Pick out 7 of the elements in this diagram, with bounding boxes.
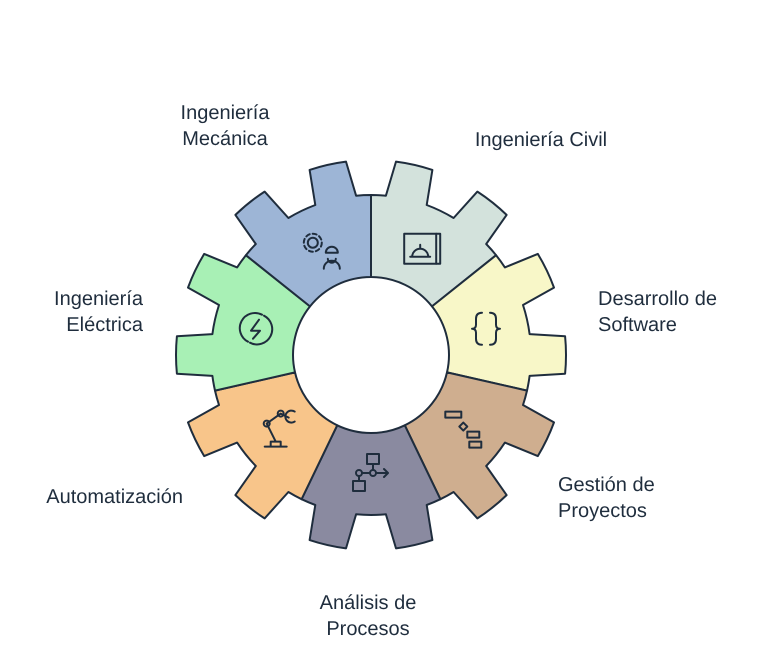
segment-label: Ingeniería Civil: [474, 128, 608, 153]
segment-label: Automatización: [45, 485, 183, 510]
segment-label: Análisis de Procesos: [318, 591, 418, 642]
segment-label: Desarrollo de Software: [598, 287, 718, 338]
segment-label: Ingeniería Eléctrica: [53, 287, 143, 338]
segment-label: Ingeniería Mecánica: [180, 101, 270, 152]
segment-label: Gestión de Proyectos: [558, 473, 656, 524]
